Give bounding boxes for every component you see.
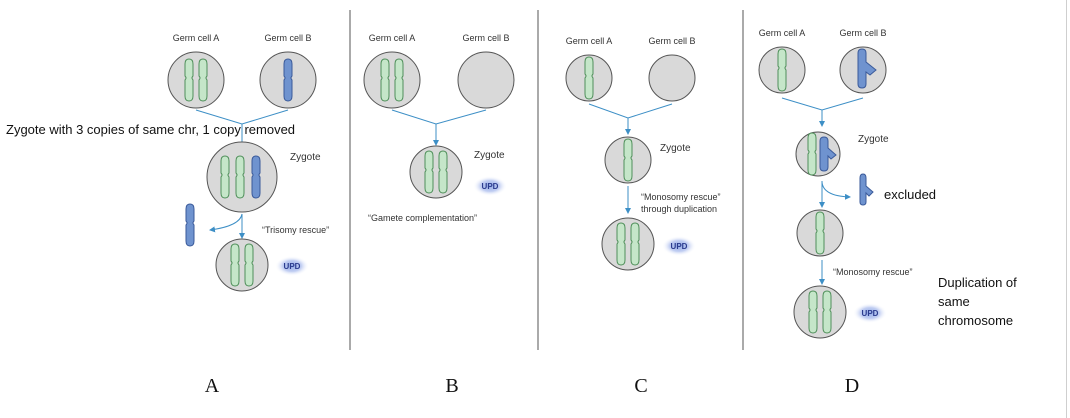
- panel-b-germ-cell-b: [457, 51, 515, 109]
- page-edge: [1066, 0, 1067, 418]
- panel-d-exclusion-arrow: [821, 180, 851, 200]
- panel-a-germ-cell-b: [259, 51, 317, 109]
- panel-a-letter: A: [205, 375, 220, 397]
- panel-d-duplication-line1: Duplication of: [938, 275, 1017, 290]
- panel-c-zygote: [604, 136, 652, 184]
- panel-a-zygote-label: Zygote: [290, 152, 321, 163]
- panel-c-germ-cell-a-label: Germ cell A: [566, 36, 613, 46]
- panel-d-result-cell: [793, 285, 847, 339]
- panel-c-letter: C: [634, 375, 647, 397]
- panel-d-duplication-line2: same: [938, 294, 970, 309]
- panel-a-result-cell: [215, 238, 269, 292]
- panel-a-removed-chromosome: [185, 203, 195, 247]
- panel-d-excluded-chromosome: [859, 173, 874, 206]
- panel-b-germ-cell-a: [363, 51, 421, 109]
- panel-a-mechanism-label: “Trisomy rescue”: [262, 225, 329, 235]
- panel-b: Germ cell A Germ cell B Zygote UPD “Game…: [363, 33, 515, 397]
- panel-a-zygote: [206, 141, 278, 213]
- panel-d-germ-cell-b: [839, 46, 887, 94]
- panel-c-merge-arrow: [588, 103, 673, 119]
- panel-b-letter: B: [445, 375, 458, 397]
- panel-d-zygote: [795, 131, 841, 177]
- panel-d-germ-cell-a-label: Germ cell A: [759, 28, 806, 38]
- panel-c-germ-cell-b: [648, 54, 696, 102]
- panel-c-zygote-label: Zygote: [660, 143, 691, 154]
- panel-d-excluded-label: excluded: [884, 187, 936, 202]
- panel-a-upd-badge: [275, 256, 309, 276]
- panel-d-zygote-label: Zygote: [858, 134, 889, 145]
- panel-a-upd-label: UPD: [284, 262, 301, 271]
- panel-c-result-cell: [601, 217, 655, 271]
- panel-d-mechanism-label: “Monosomy rescue”: [833, 267, 913, 277]
- panel-b-zygote-label: Zygote: [474, 150, 505, 161]
- panel-b-zygote: [409, 145, 463, 199]
- panel-b-mechanism-label: “Gamete complementation”: [368, 213, 477, 223]
- panel-d-merge-arrow: [781, 97, 864, 111]
- panel-d-upd-badge: [853, 303, 887, 323]
- panel-a-germ-cell-a: [167, 51, 225, 109]
- panel-d-monosomic-cell: [796, 209, 844, 257]
- panel-c-upd-label: UPD: [671, 242, 688, 251]
- panel-a: Germ cell A Germ cell B Zygote with 3 co…: [6, 33, 329, 397]
- panel-d: Germ cell A Germ cell B Zygote excluded …: [758, 28, 1017, 397]
- panel-b-upd-badge: [473, 176, 507, 196]
- panel-c-mechanism-line2: through duplication: [641, 204, 717, 214]
- panel-c-germ-cell-a: [565, 54, 613, 102]
- panel-b-germ-cell-a-label: Germ cell A: [369, 33, 416, 43]
- panel-b-germ-cell-b-label: Germ cell B: [462, 33, 509, 43]
- panel-d-germ-cell-b-label: Germ cell B: [839, 28, 886, 38]
- panel-d-duplication-line3: chromosome: [938, 313, 1013, 328]
- panel-a-germ-cell-b-label: Germ cell B: [264, 33, 311, 43]
- panel-d-letter: D: [845, 375, 859, 397]
- panel-b-merge-arrow: [391, 109, 487, 125]
- panel-c-upd-badge: [662, 236, 696, 256]
- panel-b-upd-label: UPD: [482, 182, 499, 191]
- panel-a-germ-cell-a-label: Germ cell A: [173, 33, 220, 43]
- panel-d-germ-cell-a: [758, 46, 806, 94]
- panel-d-upd-label: UPD: [862, 309, 879, 318]
- panel-a-annotation: Zygote with 3 copies of same chr, 1 copy…: [6, 122, 295, 137]
- panel-a-removal-arrow: [209, 213, 243, 233]
- panel-c: Germ cell A Germ cell B Zygote “Monosomy…: [565, 36, 721, 397]
- panel-c-mechanism-line1: “Monosomy rescue”: [641, 192, 721, 202]
- panel-c-germ-cell-b-label: Germ cell B: [648, 36, 695, 46]
